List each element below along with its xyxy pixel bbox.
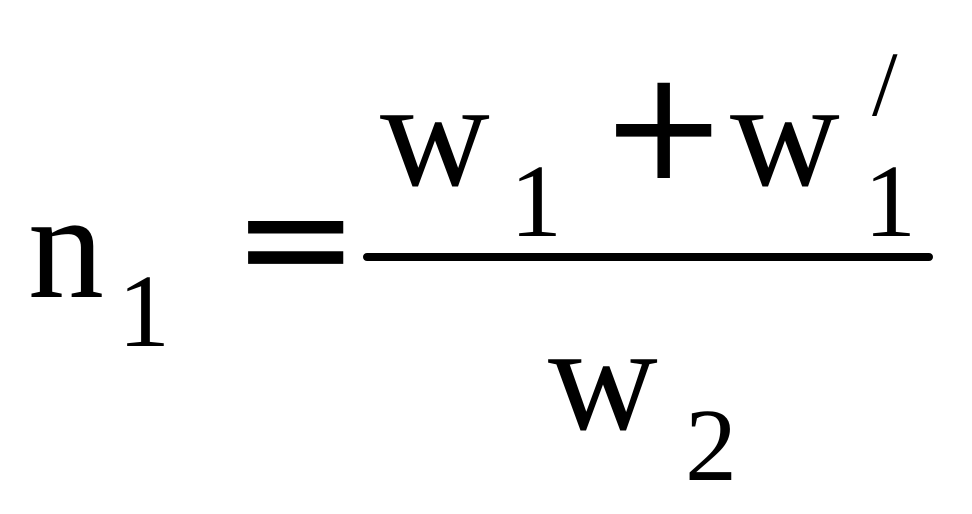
plus-sign: + — [600, 37, 728, 214]
numerator-term1-variable: w — [380, 50, 490, 218]
fraction-bar — [363, 253, 933, 261]
denominator-subscript: 2 — [685, 388, 737, 503]
lhs-subscript: 1 — [118, 254, 170, 369]
numerator-term1-subscript: 1 — [510, 144, 562, 259]
equals-sign: = — [232, 149, 360, 326]
numerator-term2-subscript: 1 — [864, 144, 916, 259]
numerator-term2-prime: / — [872, 33, 898, 135]
denominator-variable: w — [548, 294, 658, 462]
numerator-term2-variable: w — [730, 50, 840, 218]
lhs-variable: n — [28, 162, 104, 330]
